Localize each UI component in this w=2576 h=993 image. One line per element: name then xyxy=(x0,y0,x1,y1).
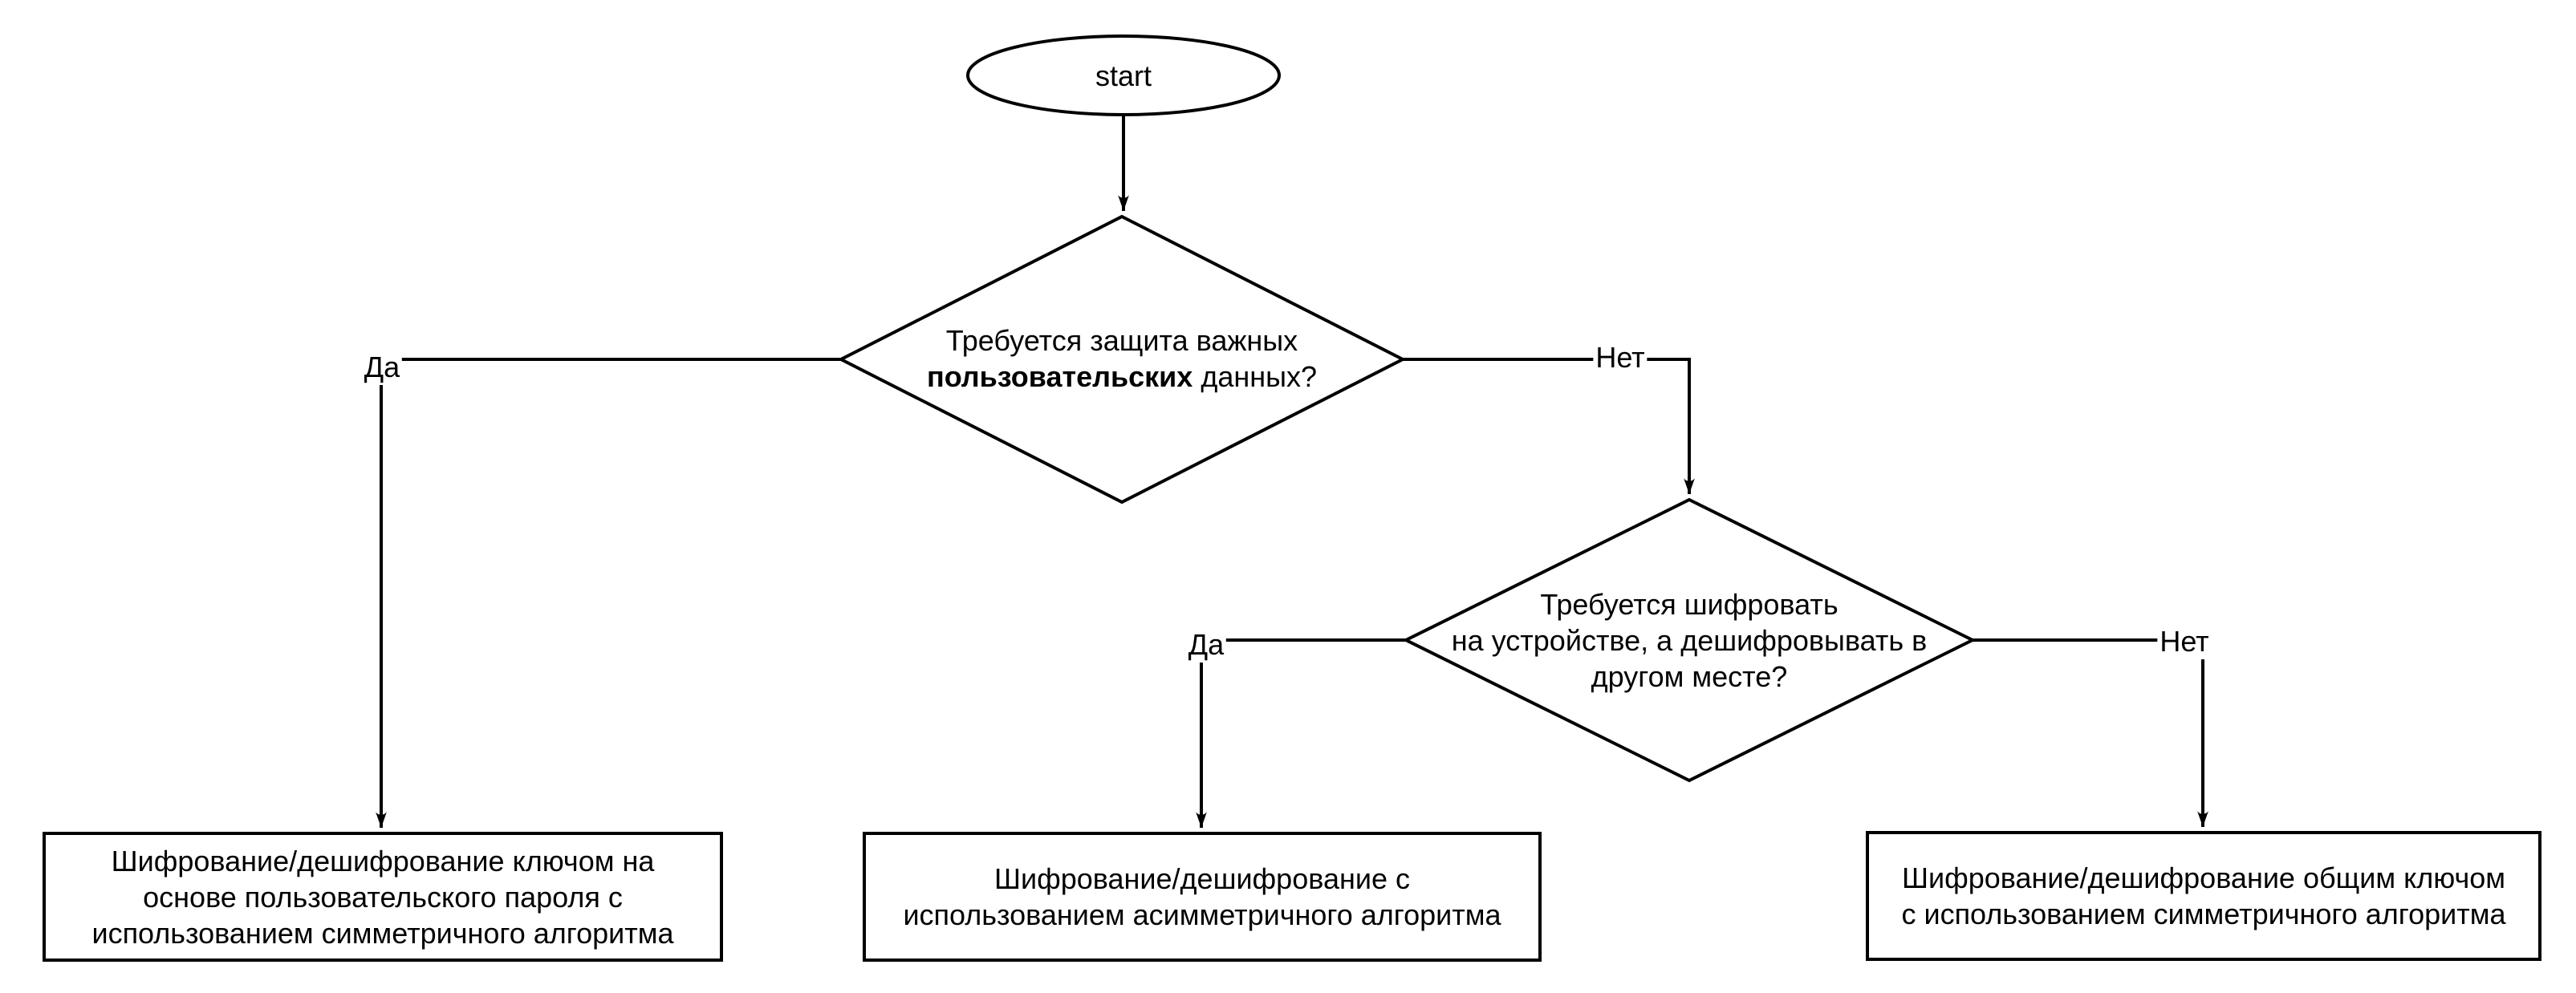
edge-label-decision2-no: Нет xyxy=(2157,624,2212,659)
edge-label-decision1-yes: Да xyxy=(361,350,403,385)
edge-label-decision1-no: Нет xyxy=(1593,340,1648,375)
decision1-line1: Требуется защита важных xyxy=(945,324,1298,357)
edge-decision1-yes xyxy=(376,358,841,828)
decision2-label: Требуется шифровать на устройстве, а деш… xyxy=(1400,586,1978,695)
outcome-asymmetric-box-shape xyxy=(863,832,1542,962)
start-node-text: start xyxy=(1095,59,1152,92)
outcome-asymmetric-label: Шифрование/дешифрование с использованием… xyxy=(864,833,1540,960)
decision1-line2-rest: данных? xyxy=(1193,360,1318,393)
outcome-shared-key-label: Шифрование/дешифрование общим ключом с и… xyxy=(1867,833,2540,959)
start-node-shape xyxy=(966,34,1281,116)
outcome-password-box-shape xyxy=(43,832,723,962)
outcome-password-label: Шифрование/дешифрование ключом на основе… xyxy=(44,833,721,960)
outcome-shared-key-box-shape xyxy=(1866,831,2541,961)
decision2-line3: другом месте? xyxy=(1591,660,1788,693)
outcome-password-line2: основе пользовательского пароля с xyxy=(143,880,623,914)
outcome-password-line1: Шифрование/дешифрование ключом на xyxy=(111,844,655,877)
edge-label-decision2-yes: Да xyxy=(1185,627,1227,663)
start-node-label: start xyxy=(968,36,1279,115)
outcome-shared-key-line2: с использованием симметричного алгоритма xyxy=(1901,898,2506,930)
edge-decision1-no xyxy=(1403,358,1695,494)
outcome-asymmetric-line1: Шифрование/дешифрование с xyxy=(994,862,1410,895)
decision1-diamond-shape xyxy=(837,214,1407,505)
edge-decision2-no xyxy=(1973,638,2208,827)
decision1-line2-bold: пользовательских xyxy=(926,360,1193,393)
outcome-password-line3: использованием симметричного алгоритма xyxy=(91,916,674,950)
decision2-diamond-shape xyxy=(1402,497,1977,783)
decision2-line1: Требуется шифровать xyxy=(1540,588,1839,621)
outcome-asymmetric-line2: использованием асимметричного алгоритма xyxy=(903,898,1501,931)
outcome-shared-key-line1: Шифрование/дешифрование общим ключом xyxy=(1902,861,2505,894)
decision1-label: Требуется защита важных пользовательских… xyxy=(841,322,1403,395)
edge-decision2-yes xyxy=(1196,638,1406,828)
decision1-line2: пользовательских данных? xyxy=(841,359,1403,395)
decision2-line2: на устройстве, а дешифровывать в xyxy=(1451,624,1928,657)
